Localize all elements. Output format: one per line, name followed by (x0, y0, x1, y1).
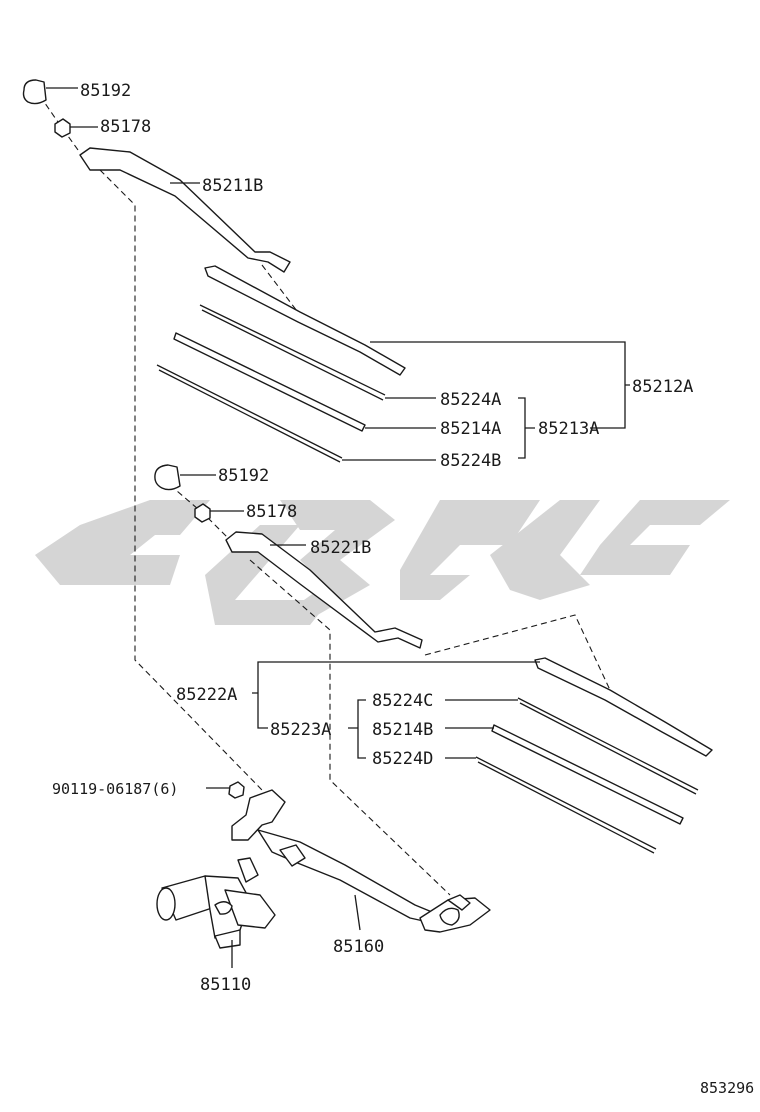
label-insert-d: 85224D (372, 749, 433, 769)
insert-a-icon (199, 304, 386, 401)
figure-id: 853296 (700, 1079, 754, 1097)
label-blade-left: 85213A (538, 419, 599, 439)
label-cap-lower: 85192 (218, 466, 269, 486)
watermark-logo (35, 500, 730, 625)
insert-c-icon (517, 697, 699, 795)
label-arm-left: 85211B (202, 176, 263, 196)
wiper-arm-left-icon (79, 147, 291, 273)
wiper-cap-upper-icon (22, 79, 47, 105)
assembly-line-right-arm (169, 484, 451, 896)
wiper-cap-lower-icon (154, 464, 181, 491)
bracket-blade-assy-right (252, 661, 540, 729)
label-insert-a: 85224A (440, 390, 501, 410)
label-blade-assy-right: 85222A (176, 685, 237, 705)
label-nut-lower: 85178 (246, 502, 297, 522)
label-blade-right: 85223A (270, 720, 331, 740)
bolt-icon (228, 781, 245, 799)
rubber-a-icon (173, 332, 366, 432)
nut-upper-icon (54, 118, 71, 138)
bracket-blade-right (348, 699, 366, 759)
label-cap-upper: 85192 (80, 81, 131, 101)
rubber-b-icon (491, 724, 684, 825)
label-blade-assy-left: 85212A (632, 377, 693, 397)
label-motor: 85110 (200, 975, 251, 995)
wiper-motor-icon (156, 857, 276, 949)
assembly-line-right-blade (424, 614, 611, 691)
label-bolt: 90119-06187(6) (52, 780, 178, 798)
insert-d-icon (475, 756, 657, 854)
label-rubber-a: 85214A (440, 419, 501, 439)
label-arm-right: 85221B (310, 538, 371, 558)
wiper-blade-right-icon (534, 657, 713, 757)
insert-b-icon (156, 364, 343, 463)
bracket-blade-left (518, 397, 535, 459)
label-insert-b: 85224B (440, 451, 501, 471)
assembly-line-arm-blade (261, 264, 301, 316)
bracket-blade-assy-left (370, 341, 630, 429)
leader-link (354, 894, 361, 931)
label-insert-c: 85224C (372, 691, 433, 711)
nut-lower-icon (194, 503, 211, 523)
label-nut-upper: 85178 (100, 117, 151, 137)
label-link: 85160 (333, 937, 384, 957)
wiper-link-icon (231, 789, 491, 933)
label-rubber-b: 85214B (372, 720, 433, 740)
wiper-arm-right-icon (225, 531, 423, 649)
wiper-blade-left-icon (204, 265, 406, 376)
